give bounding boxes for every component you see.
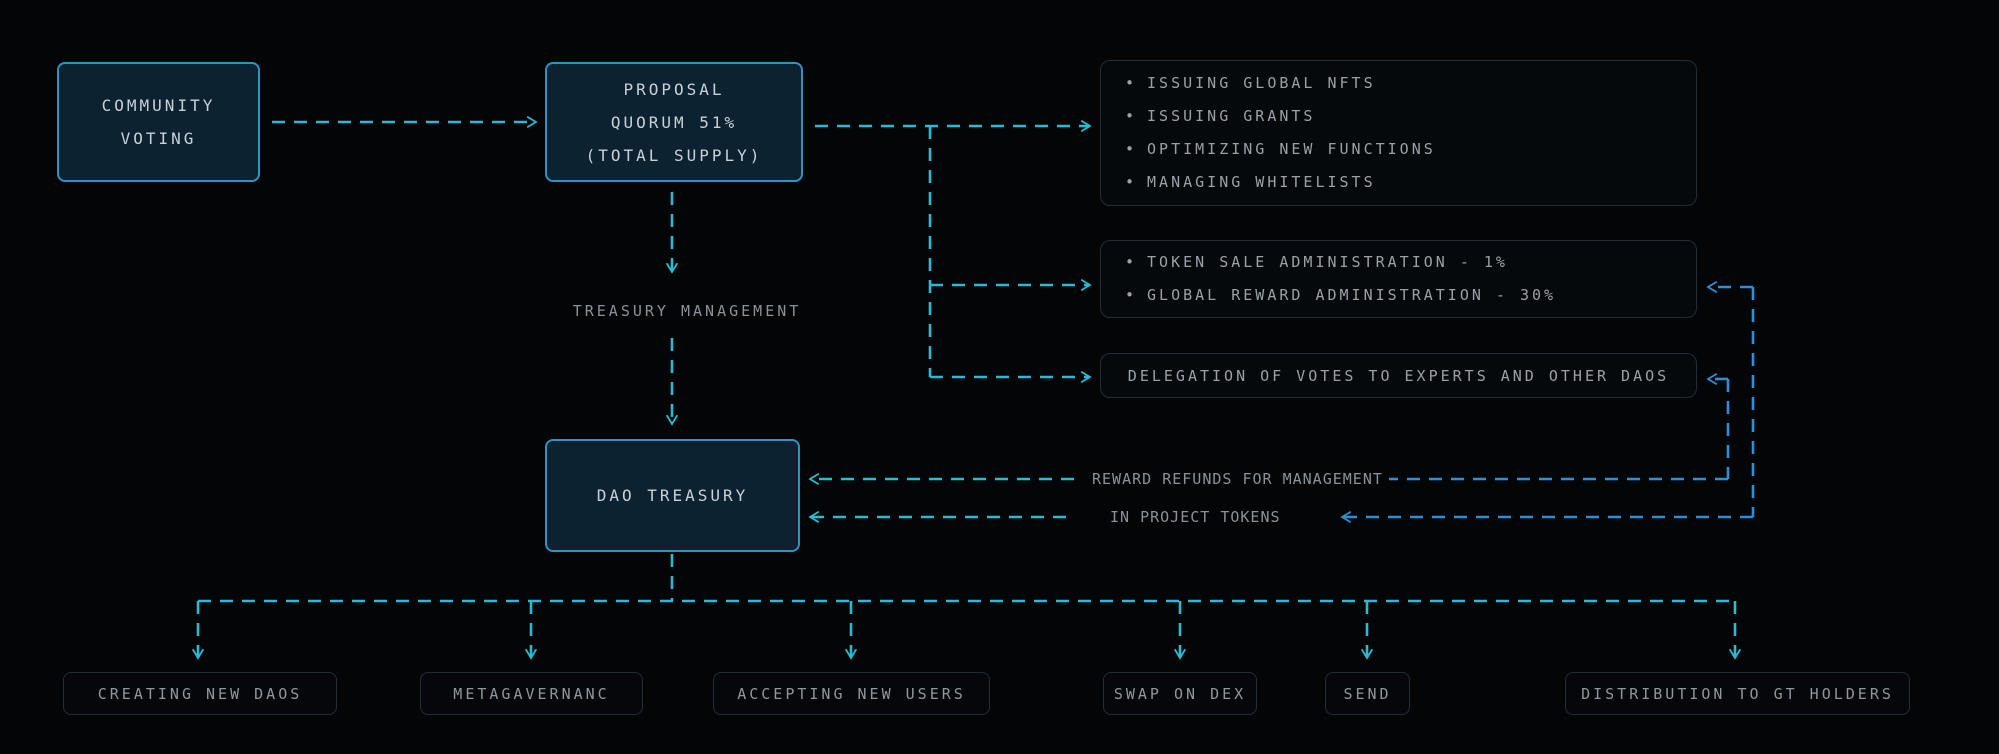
edges-blue [1342, 287, 1755, 517]
chip-metagovernance: METAGAVERNANC [420, 672, 643, 715]
panel-governance-actions: ISSUING GLOBAL NFTS ISSUING GRANTS OPTIM… [1100, 60, 1697, 206]
node-community-voting: COMMUNITY VOTING [57, 62, 260, 182]
label-reward-refunds: REWARD REFUNDS FOR MANAGEMENT [1086, 470, 1389, 488]
node-proposal-quorum: PROPOSAL QUORUM 51% (TOTAL SUPPLY) [545, 62, 803, 182]
governance-action-item: ISSUING GLOBAL NFTS [1125, 74, 1678, 93]
administration-item: GLOBAL REWARD ADMINISTRATION - 30% [1125, 286, 1678, 305]
label-in-project-tokens: IN PROJECT TOKENS [1104, 508, 1287, 526]
governance-action-item: MANAGING WHITELISTS [1125, 173, 1678, 192]
chip-send: SEND [1325, 672, 1410, 715]
governance-action-item: ISSUING GRANTS [1125, 107, 1678, 126]
administration-item: TOKEN SALE ADMINISTRATION - 1% [1125, 253, 1678, 272]
label-treasury-management: TREASURY MANAGEMENT [566, 302, 808, 320]
node-dao-treasury: DAO TREASURY [545, 439, 800, 552]
chip-accepting-new-users: ACCEPTING NEW USERS [713, 672, 990, 715]
chip-distribution-gt-holders: DISTRIBUTION TO GT HOLDERS [1565, 672, 1910, 715]
panel-administration: TOKEN SALE ADMINISTRATION - 1% GLOBAL RE… [1100, 240, 1697, 318]
governance-action-item: OPTIMIZING NEW FUNCTIONS [1125, 140, 1678, 159]
chip-creating-new-daos: CREATING NEW DAOS [63, 672, 337, 715]
panel-delegation: DELEGATION OF VOTES TO EXPERTS AND OTHER… [1100, 353, 1697, 398]
chip-swap-on-dex: SWAP ON DEX [1103, 672, 1257, 715]
